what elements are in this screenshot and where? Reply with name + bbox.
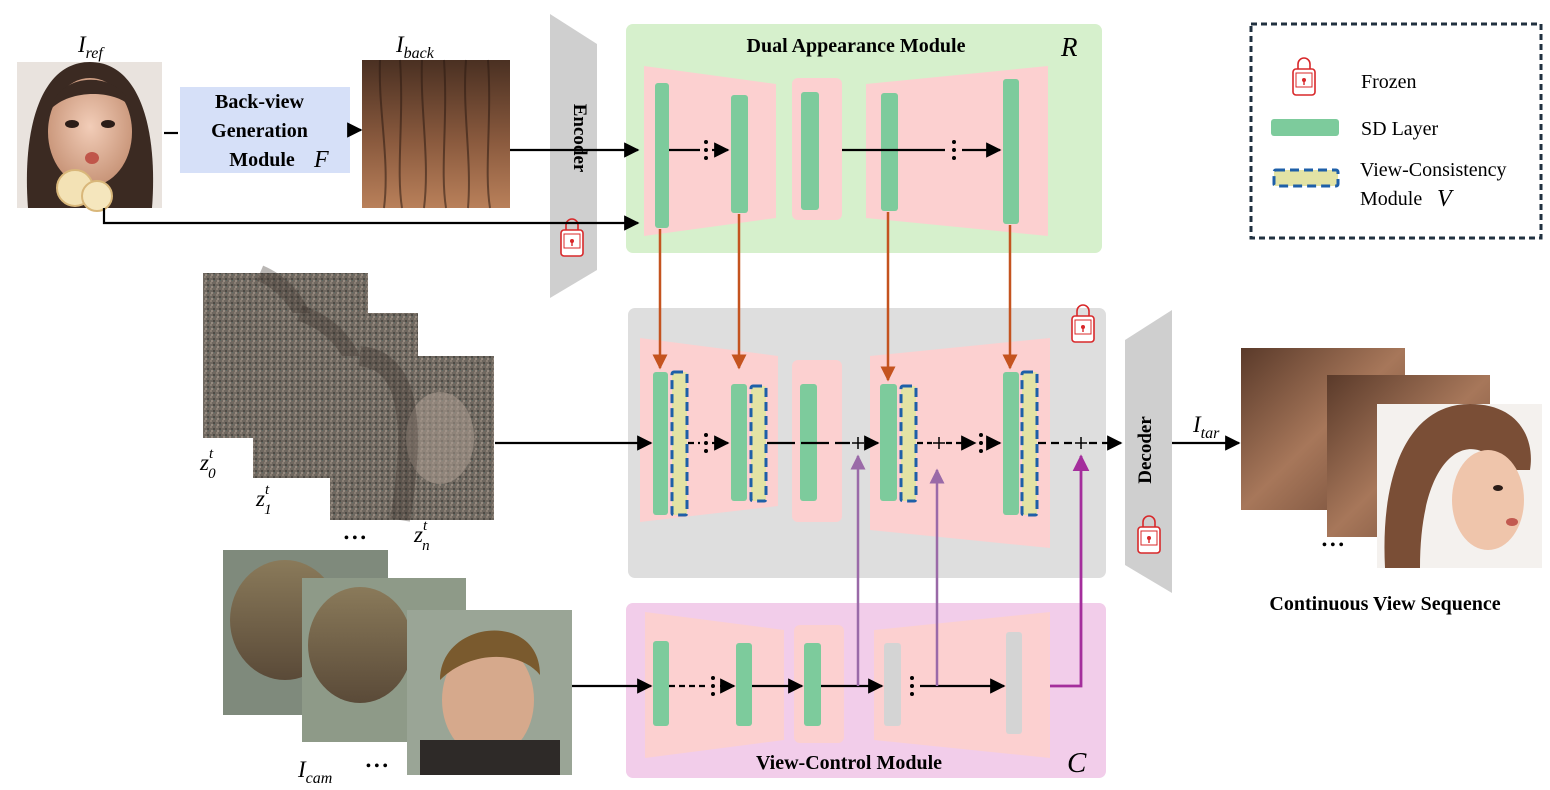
- decoder-label: Decoder: [1135, 416, 1156, 484]
- back-view-module-label: Back-view Generation Module: [211, 91, 313, 171]
- label-i-ref: Iref: [77, 32, 105, 62]
- legend-sd-layer-label: SD Layer: [1361, 118, 1439, 140]
- camera-image-stack: [223, 550, 572, 775]
- encoder-label: Encoder: [569, 104, 590, 173]
- legend-frozen-label: Frozen: [1361, 71, 1417, 93]
- denoise-sd-layers: [653, 370, 1039, 517]
- sum-nodes: [852, 437, 1087, 449]
- dual-appearance-symbol: R: [1060, 32, 1078, 62]
- layer-ellipsis: [979, 433, 983, 453]
- control-injection-arrows: [850, 454, 945, 686]
- output-image-stack: [1241, 348, 1542, 568]
- label-i-tar: Itar: [1192, 412, 1220, 442]
- legend-vc-symbol: V: [1437, 186, 1454, 212]
- latent-ellipsis: • • •: [344, 531, 366, 546]
- dual-appearance-title: Dual Appearance Module: [747, 35, 966, 57]
- back-view-module-symbol: F: [313, 147, 329, 173]
- layer-ellipsis: [711, 676, 715, 696]
- legend-vc-swatch: [1272, 168, 1340, 188]
- layer-ellipsis: [910, 676, 914, 696]
- label-i-cam: Icam: [297, 757, 332, 787]
- layer-ellipsis: [952, 140, 956, 160]
- black-flow-arrows: [102, 122, 1241, 694]
- output-caption: Continuous View Sequence: [1269, 593, 1500, 615]
- reference-image: [17, 62, 162, 212]
- back-view-module-box: [180, 87, 350, 173]
- camera-ellipsis: • • •: [366, 759, 388, 774]
- label-i-back: Iback: [395, 32, 435, 62]
- control-sd-layers: [653, 632, 1022, 734]
- layer-ellipsis: [704, 433, 708, 453]
- legend-sd-layer-swatch: [1271, 119, 1339, 136]
- legend-vc-label: View-Consistency Module: [1360, 159, 1512, 210]
- dual-sd-layers: [655, 79, 1019, 228]
- appearance-injection-arrows: [652, 212, 1018, 382]
- control-output-arrow: [1050, 454, 1090, 688]
- noisy-latent-stack: [203, 265, 494, 522]
- output-ellipsis: • • •: [1322, 538, 1344, 553]
- view-control-title: View-Control Module: [756, 752, 942, 774]
- view-control-symbol: C: [1067, 747, 1087, 779]
- encoder-block: [550, 14, 597, 298]
- decoder-block: [1125, 310, 1172, 593]
- back-view-image: [362, 59, 510, 209]
- layer-ellipsis: [704, 140, 708, 160]
